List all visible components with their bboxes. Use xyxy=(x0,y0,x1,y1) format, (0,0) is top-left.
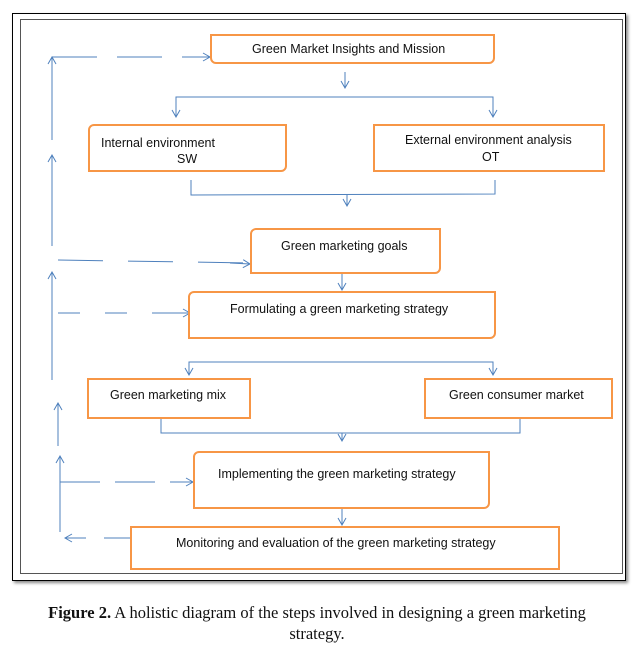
caption-text-2: strategy. xyxy=(289,624,345,643)
split-line-bottom xyxy=(188,361,494,372)
node-mix-label: Green marketing mix xyxy=(110,388,227,402)
node-external-label-1: External environment analysis xyxy=(405,133,572,147)
node-goals-label: Green marketing goals xyxy=(281,239,408,253)
node-consumer-label: Green consumer market xyxy=(449,388,584,402)
node-insights: Green Market Insights and Mission xyxy=(210,34,495,64)
node-internal-environment: Internal environment SW xyxy=(88,124,287,172)
node-monitoring: Monitoring and evaluation of the green m… xyxy=(130,526,560,570)
arrow-to-goals xyxy=(229,259,252,269)
node-monitoring-label: Monitoring and evaluation of the green m… xyxy=(176,536,496,550)
node-implementing-label: Implementing the green marketing strateg… xyxy=(218,467,456,481)
node-internal-label-2: SW xyxy=(177,152,198,166)
node-consumer-market: Green consumer market xyxy=(424,378,613,419)
node-external-label-2: OT xyxy=(482,150,500,164)
node-internal-label-1: Internal environment xyxy=(101,136,215,150)
node-external-environment: External environment analysis OT xyxy=(373,124,605,172)
caption-text-1: A holistic diagram of the steps involved… xyxy=(111,603,586,622)
node-formulating-label: Formulating a green marketing strategy xyxy=(230,302,449,316)
feedback-to-goals xyxy=(57,259,251,264)
merge-line-top xyxy=(190,180,496,196)
caption-label: Figure 2. xyxy=(48,603,112,622)
node-implementing: Implementing the green marketing strateg… xyxy=(193,451,490,509)
diagram-area xyxy=(20,19,623,574)
node-insights-label: Green Market Insights and Mission xyxy=(252,42,446,56)
node-marketing-mix: Green marketing mix xyxy=(87,378,251,419)
figure-caption: Figure 2. A holistic diagram of the step… xyxy=(0,602,634,644)
node-goals: Green marketing goals xyxy=(250,228,441,274)
merge-line-bottom xyxy=(160,418,521,434)
split-line-top xyxy=(175,96,494,114)
node-formulating: Formulating a green marketing strategy xyxy=(188,291,496,339)
